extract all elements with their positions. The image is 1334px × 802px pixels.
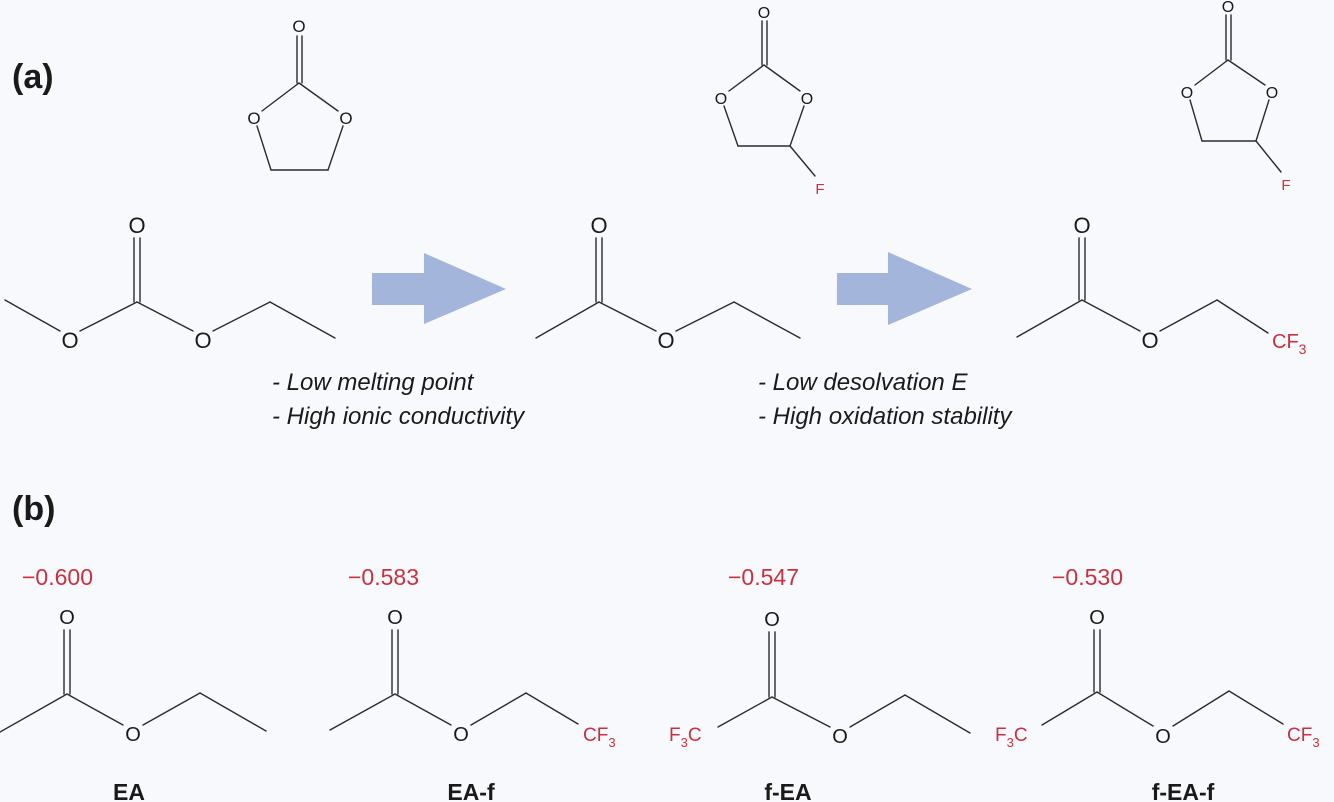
atom-o: O [59,607,75,629]
atom-o: O [128,213,145,238]
atom-o: O [832,726,848,748]
atom-o: O [339,109,352,128]
step1-note-1: - Low melting point [272,369,475,396]
molecule-ea-f: O O CF3 [1016,213,1307,357]
atom-o: O [1073,213,1090,238]
molecule-ea: O O [535,213,801,353]
arrow-right-icon [372,253,506,324]
molecule-emc: O O O [4,213,336,353]
cf3-group: CF3 [1272,331,1307,357]
panel-b-label: (b) [12,490,55,528]
cf3-group: CF3 [583,725,616,750]
molecule-b-f-ea: −0.547 O O F3C f-EA [669,564,971,802]
atom-o: O [590,213,607,238]
molecule-name: EA-f [447,779,495,802]
atom-o: O [1141,328,1158,353]
molecule-fec: O O O F [715,5,825,198]
arrow-right-icon [837,252,972,325]
atom-f: F [815,181,824,198]
atom-o: O [801,91,813,108]
atom-o: O [194,328,211,353]
molecule-name: EA [113,779,145,802]
atom-o: O [715,91,727,108]
atom-o: O [387,607,403,629]
step2-note-2: - High oxidation stability [758,403,1013,430]
atom-o: O [758,5,770,22]
f3c-group: F3C [669,725,702,750]
charge-value: −0.600 [22,564,93,590]
molecule-ec: O O O [247,17,353,171]
atom-o: O [1222,0,1234,16]
panel-a-label: (a) [12,58,54,96]
atom-o: O [453,724,469,746]
molecule-name: f-EA-f [1152,779,1215,802]
atom-o: O [657,328,674,353]
charge-value: −0.547 [728,564,799,590]
atom-o: O [1089,607,1105,629]
atom-o: O [1181,85,1193,102]
atom-o: O [1266,85,1278,102]
molecule-fec: O O O F [1181,0,1291,194]
step1-note-2: - High ionic conductivity [272,403,526,430]
molecule-b-f-ea-f: −0.530 O O F3C CF3 f-EA-f [995,564,1320,802]
molecule-b-ea: −0.600 O O EA [0,564,267,802]
charge-value: −0.530 [1052,564,1123,590]
atom-o: O [247,109,260,128]
atom-o: O [125,724,141,746]
molecule-name: f-EA [764,779,811,802]
atom-o: O [61,328,78,353]
charge-value: −0.583 [348,564,419,590]
step2-note-1: - Low desolvation E [758,369,968,396]
molecule-b-ea-f: −0.583 O O CF3 EA-f [329,564,616,802]
atom-f: F [1281,177,1290,194]
atom-o: O [292,17,305,36]
f3c-group: F3C [995,725,1028,750]
atom-o: O [764,609,780,631]
atom-o: O [1155,726,1171,748]
cf3-group: CF3 [1287,725,1320,750]
